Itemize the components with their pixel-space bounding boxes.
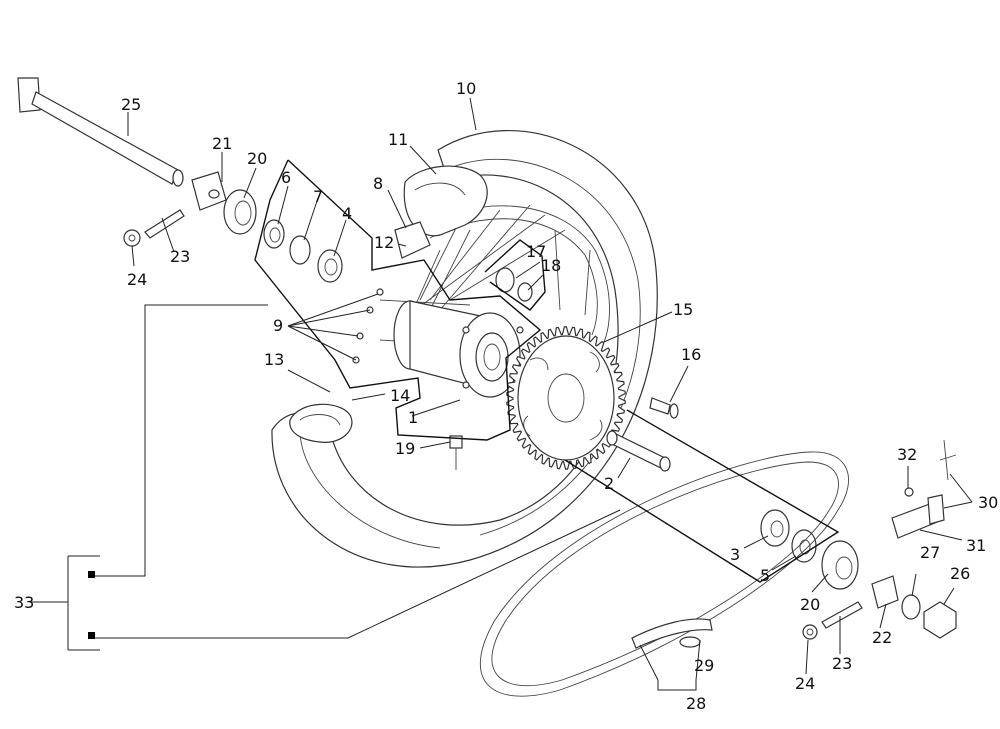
part-label-3: 3	[730, 545, 740, 564]
lower-guard	[289, 403, 353, 443]
part-label-21: 21	[212, 134, 232, 153]
part-label-2: 2	[604, 474, 614, 493]
part-label-4: 4	[342, 204, 352, 223]
kit-frames	[30, 159, 840, 651]
part-label-30: 30	[978, 493, 998, 512]
part-label-24-left: 24	[127, 270, 147, 289]
part-label-10: 10	[456, 79, 476, 98]
part-label-7: 7	[313, 187, 323, 206]
kit-marker	[88, 571, 95, 578]
chain-adjuster	[891, 439, 957, 539]
part-label-31: 31	[966, 536, 986, 555]
part-labels: 1 2 3 4 5 6 7 8 9 10 11 12 13 14 15 16 1…	[14, 79, 998, 713]
part-label-25: 25	[121, 95, 141, 114]
part-label-22: 22	[872, 628, 892, 647]
part-label-16: 16	[681, 345, 701, 364]
part-label-32: 32	[897, 445, 917, 464]
part-label-26: 26	[950, 564, 970, 583]
part-label-24-right: 24	[795, 674, 815, 693]
part-label-33: 33	[14, 593, 34, 612]
sprocket-bolt	[649, 397, 679, 419]
valve	[449, 435, 463, 470]
part-label-28: 28	[686, 694, 706, 713]
part-label-15: 15	[673, 300, 693, 319]
part-label-14: 14	[390, 386, 410, 405]
kit-marker	[88, 632, 95, 639]
part-label-9: 9	[273, 316, 283, 335]
spacer-tube	[606, 430, 671, 472]
part-label-23-right: 23	[832, 654, 852, 673]
part-label-12: 12	[374, 233, 394, 252]
sprocket	[506, 326, 626, 470]
part-label-19: 19	[395, 439, 415, 458]
part-label-17: 17	[526, 242, 546, 261]
part-label-18: 18	[541, 256, 561, 275]
part-label-6: 6	[281, 168, 291, 187]
part-label-20-right: 20	[800, 595, 820, 614]
bolts	[352, 288, 384, 364]
part-label-5: 5	[760, 566, 770, 585]
leader-lines	[127, 97, 973, 691]
spacers	[495, 267, 533, 302]
left-parts	[123, 171, 343, 283]
chain	[479, 451, 849, 697]
axle-spindle	[17, 77, 184, 187]
part-label-1: 1	[408, 408, 418, 427]
hub	[393, 300, 524, 398]
part-label-29: 29	[694, 656, 714, 675]
part-label-20-left: 20	[247, 149, 267, 168]
chain-guard	[394, 165, 488, 259]
part-label-11: 11	[388, 130, 408, 149]
tyre	[271, 129, 658, 568]
part-label-27: 27	[920, 543, 940, 562]
right-parts	[760, 509, 957, 640]
part-label-8: 8	[373, 174, 383, 193]
part-label-23-left: 23	[170, 247, 190, 266]
part-label-13: 13	[264, 350, 284, 369]
